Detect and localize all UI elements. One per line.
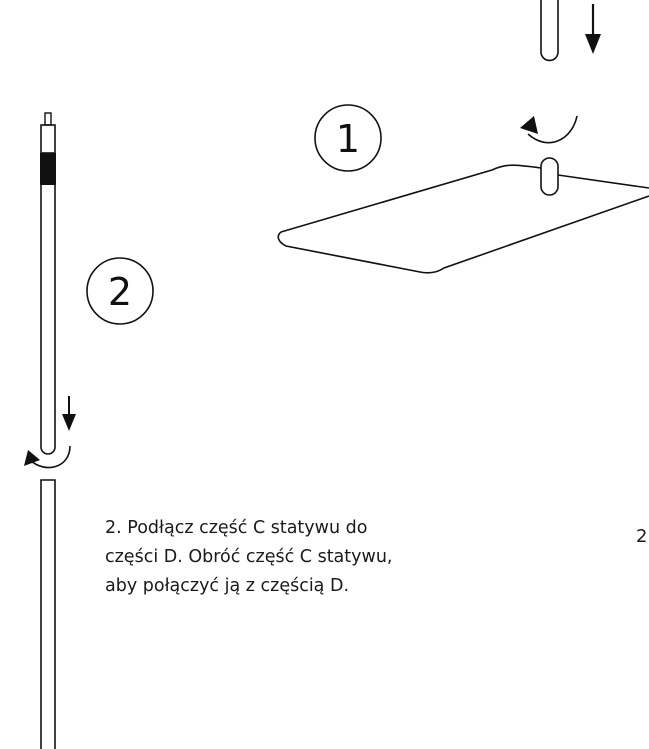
step-2-badge: 2 [86, 257, 154, 325]
down-arrow-icon-2 [62, 396, 76, 431]
step-1-badge: 1 [314, 104, 382, 172]
rotate-arrow-icon-1 [520, 115, 578, 144]
pole-part-d [40, 479, 56, 749]
rotate-arrow-icon-2 [24, 445, 71, 469]
base-plate [277, 157, 649, 274]
down-arrow-icon-top [585, 4, 601, 54]
cut-off-step-number: 2 [636, 526, 648, 547]
pole-part-c [40, 112, 56, 455]
svg-text:1: 1 [336, 117, 360, 161]
svg-text:2: 2 [108, 270, 132, 314]
assembly-instruction-text: 2. Podłącz część C statywu do części D. … [105, 518, 393, 596]
tube-top-end [540, 0, 559, 62]
